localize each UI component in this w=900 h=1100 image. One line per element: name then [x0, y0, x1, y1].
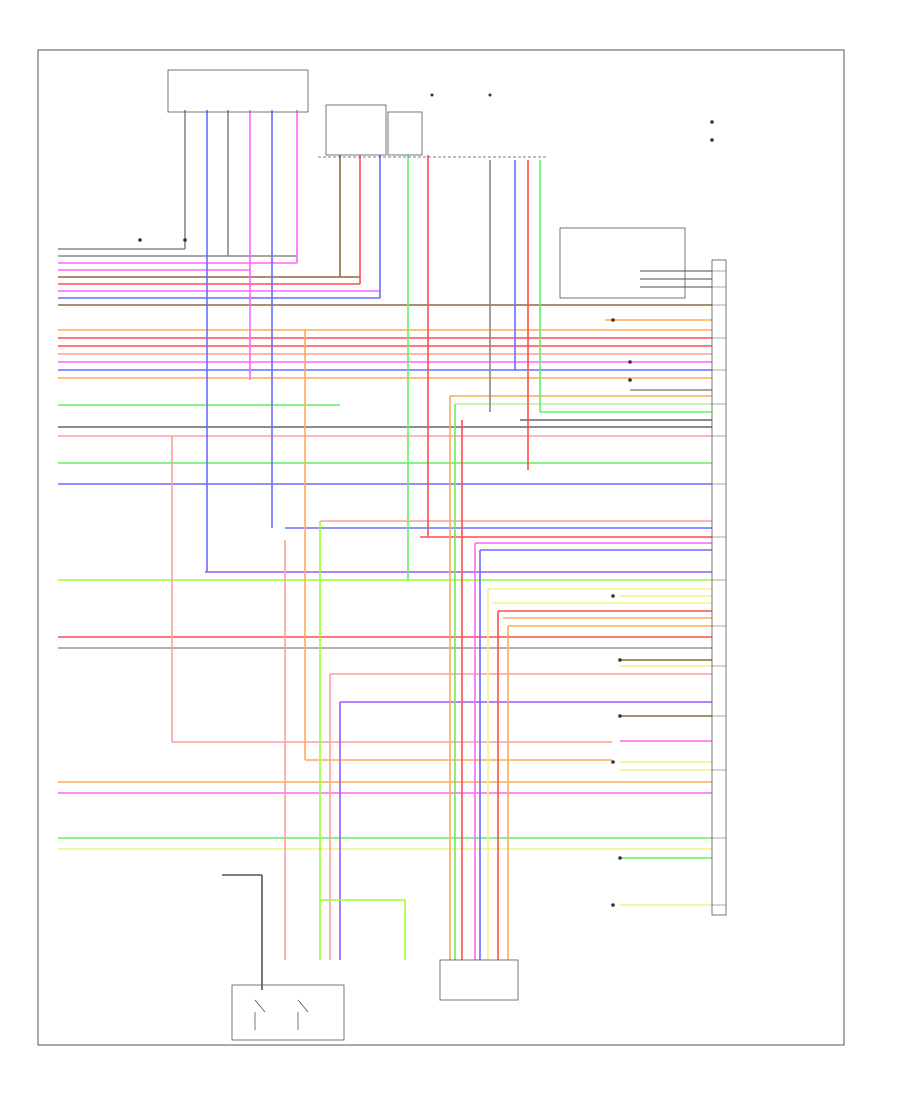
vertical-wires: [171, 110, 612, 990]
connector-block-left: [167, 69, 309, 113]
relay-box: [325, 104, 387, 156]
splice-dots: [138, 93, 714, 907]
sensor-connector: [439, 959, 519, 1001]
diagram-frame: [37, 49, 845, 1046]
fuse-box: [559, 227, 686, 299]
switch-symbols: [254, 999, 309, 1030]
ecm-connector: [711, 259, 727, 916]
ecm-pin-ticks: [712, 270, 726, 906]
top-components: [167, 69, 727, 1041]
switch-assembly: [231, 984, 345, 1041]
relay-box-2: [387, 111, 423, 156]
ecm-entry-wires: [205, 270, 712, 906]
horizontal-wires: [58, 248, 712, 850]
